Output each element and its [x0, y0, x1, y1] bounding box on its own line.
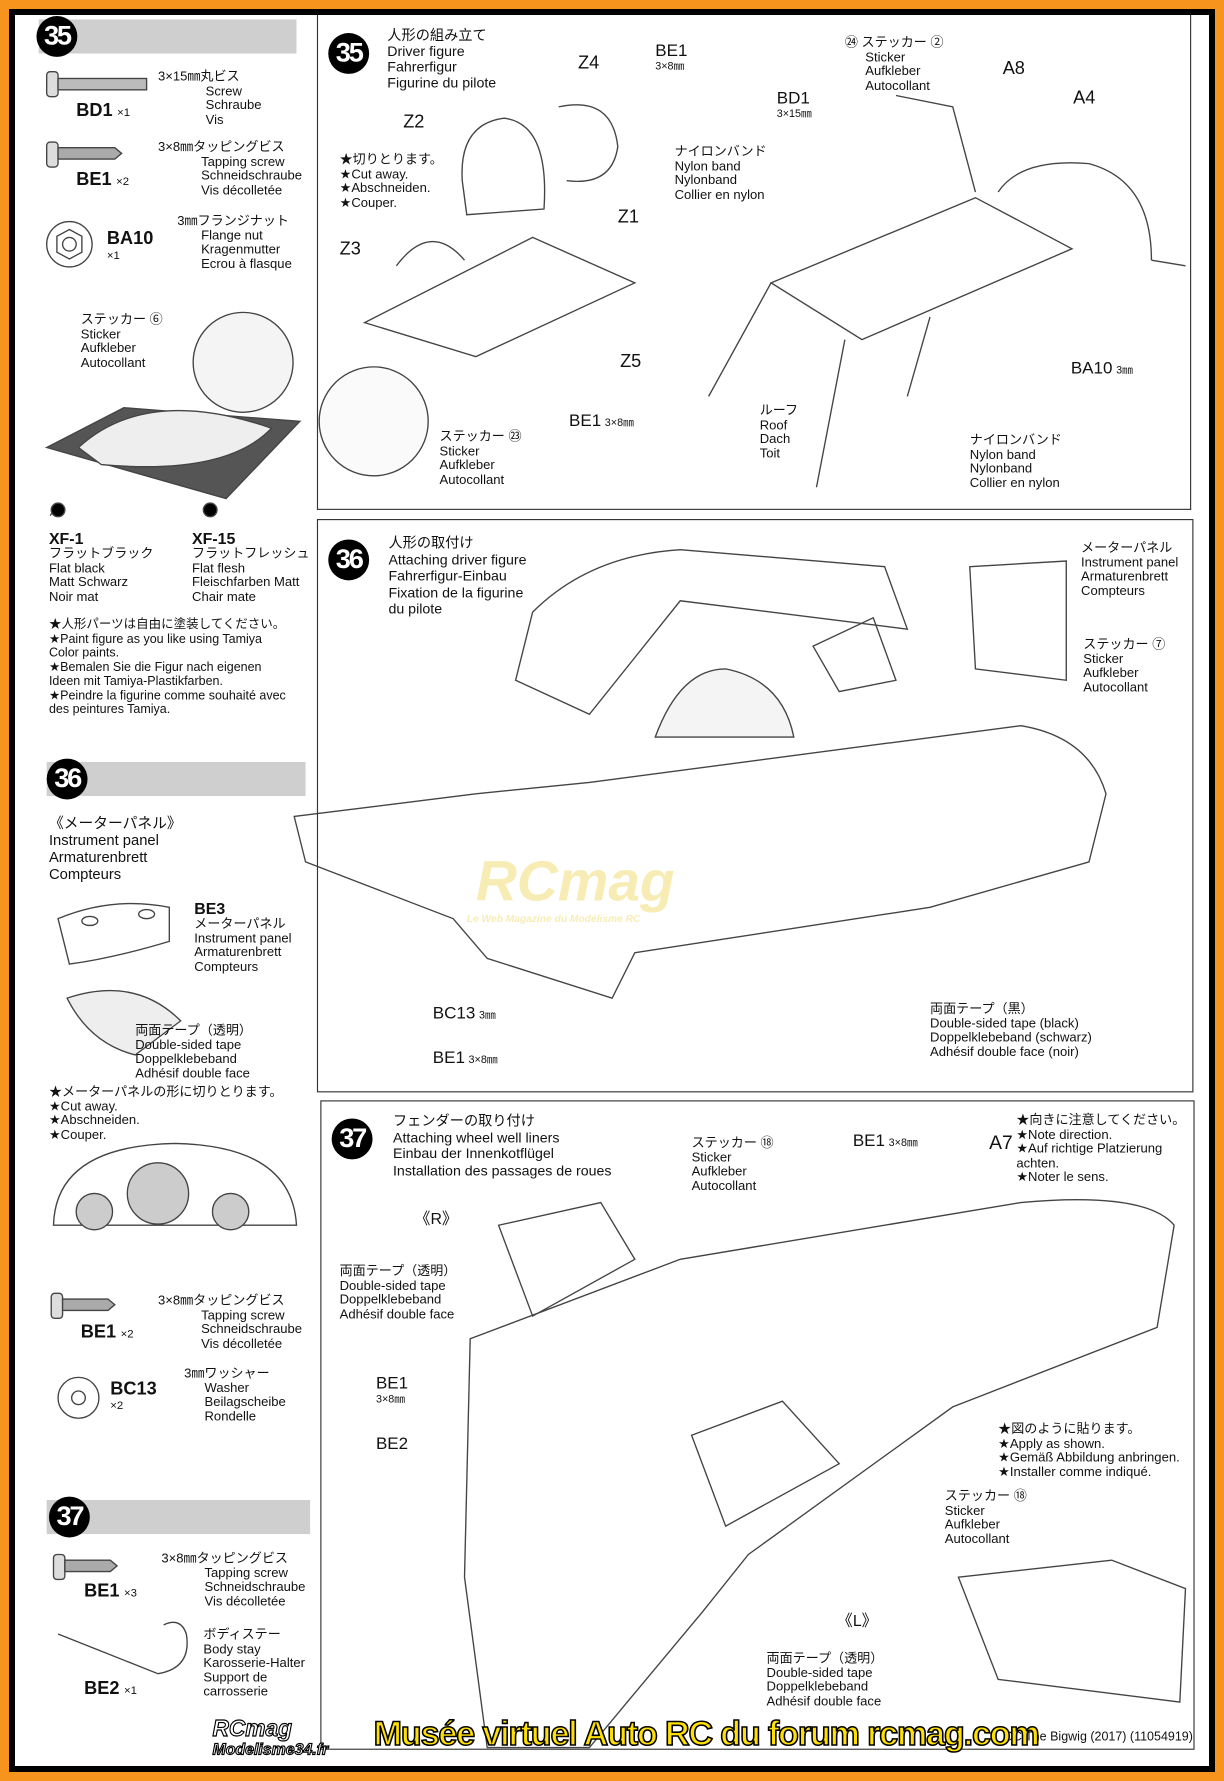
- part-label-z2: Z2: [403, 112, 425, 132]
- cut-note: ★切りとります。★Cut away.★Abschneiden.★Couper.: [339, 153, 443, 210]
- paint-note: ★人形パーツは自由に塗装してください。★Paint figure as you …: [48, 617, 286, 717]
- step-number-badge: 36: [46, 758, 88, 800]
- helmet-assembly-drawing: [362, 104, 637, 358]
- screw-be1-icon: [52, 1553, 119, 1581]
- rcmag-watermark-tagline: Le Web Magazine du Modélisme RC: [466, 912, 641, 925]
- step-number-badge: 35: [328, 33, 370, 74]
- nut-ba10-icon: [46, 220, 93, 268]
- washer-bc13-icon: [57, 1376, 100, 1419]
- screw-bd1-icon: [46, 70, 148, 98]
- roll-bar-drawing: [708, 94, 1186, 488]
- step-37-panel: [320, 1100, 1195, 1750]
- step-35-panel: [316, 15, 1192, 510]
- body-stay-be2-icon: [57, 1621, 188, 1675]
- section-header-37: [46, 1499, 311, 1535]
- museum-banner: Musée virtuel Auto RC du forum rcmag.com: [373, 1715, 1041, 1754]
- left-side-label: 《L》: [836, 1611, 878, 1630]
- be1-label: BE1 3×8㎜: [568, 411, 634, 431]
- part-label-z5: Z5: [620, 352, 642, 372]
- bc13-label: BC13 3㎜: [432, 1003, 496, 1024]
- section-header-36: [46, 761, 306, 797]
- part-label-a8: A8: [1002, 59, 1025, 79]
- step-number-badge: 35: [36, 16, 78, 57]
- right-side-label: 《R》: [414, 1209, 458, 1228]
- part-label-be2: BE2: [375, 1434, 409, 1454]
- part-code-be1: BE1×2: [80, 1322, 134, 1343]
- car-body-drawing-36: [293, 548, 1107, 999]
- line-art: [44, 70, 1187, 1749]
- direction-note: ★向きに注意してください。★Note direction.★Auf richti…: [1016, 1113, 1186, 1185]
- part-label-a4: A4: [1073, 88, 1096, 108]
- section-header-35: [38, 19, 297, 54]
- apply-note: ★図のように貼ります。★Apply as shown.★Gemäß Abbild…: [998, 1422, 1180, 1479]
- part-code-ba10: BA10×1: [106, 229, 154, 263]
- part-label-z4: Z4: [578, 53, 600, 73]
- instrument-panel-icon: [57, 902, 182, 1056]
- rcmag-watermark-logo: RCmag: [475, 849, 675, 913]
- part-code-bd1: BD1×1: [76, 101, 131, 121]
- step-36-panel: [316, 519, 1194, 1093]
- be1-label: BE1 3×8㎜: [432, 1048, 498, 1068]
- cut-note: ★メーターパネルの形に切りとります。★Cut away.★Abschneiden…: [48, 1085, 283, 1142]
- tape-black-label: 両面テープ（黒）Double-sided tape (black)Doppelk…: [930, 1002, 1092, 1059]
- screw-be1-icon: [46, 141, 123, 168]
- be1-label: BE1 3×8㎜: [852, 1130, 918, 1151]
- part-code-be1: BE1×3: [84, 1581, 137, 1602]
- part-code-bc13: BC13×2: [110, 1379, 157, 1413]
- part-label-z1: Z1: [617, 207, 639, 228]
- step-number-badge: 37: [48, 1496, 90, 1538]
- ba10-label: BA10 3㎜: [1070, 358, 1133, 379]
- model-reference: CC The Bigwig (2017) (11054919): [1003, 1730, 1193, 1745]
- car-body-drawing-37: [463, 1199, 1187, 1749]
- screw-be1-icon: [50, 1292, 116, 1320]
- step-number-badge: 36: [328, 539, 370, 581]
- part-code-be2: BE2×1: [84, 1679, 137, 1699]
- part-code-be1: BE1×2: [76, 170, 130, 190]
- cut-panel-icon: [52, 1142, 298, 1231]
- painted-figure-icon: [44, 311, 429, 518]
- step-number-badge: 37: [331, 1118, 373, 1160]
- part-label-a7: A7: [989, 1132, 1013, 1154]
- part-label-z3: Z3: [339, 239, 361, 260]
